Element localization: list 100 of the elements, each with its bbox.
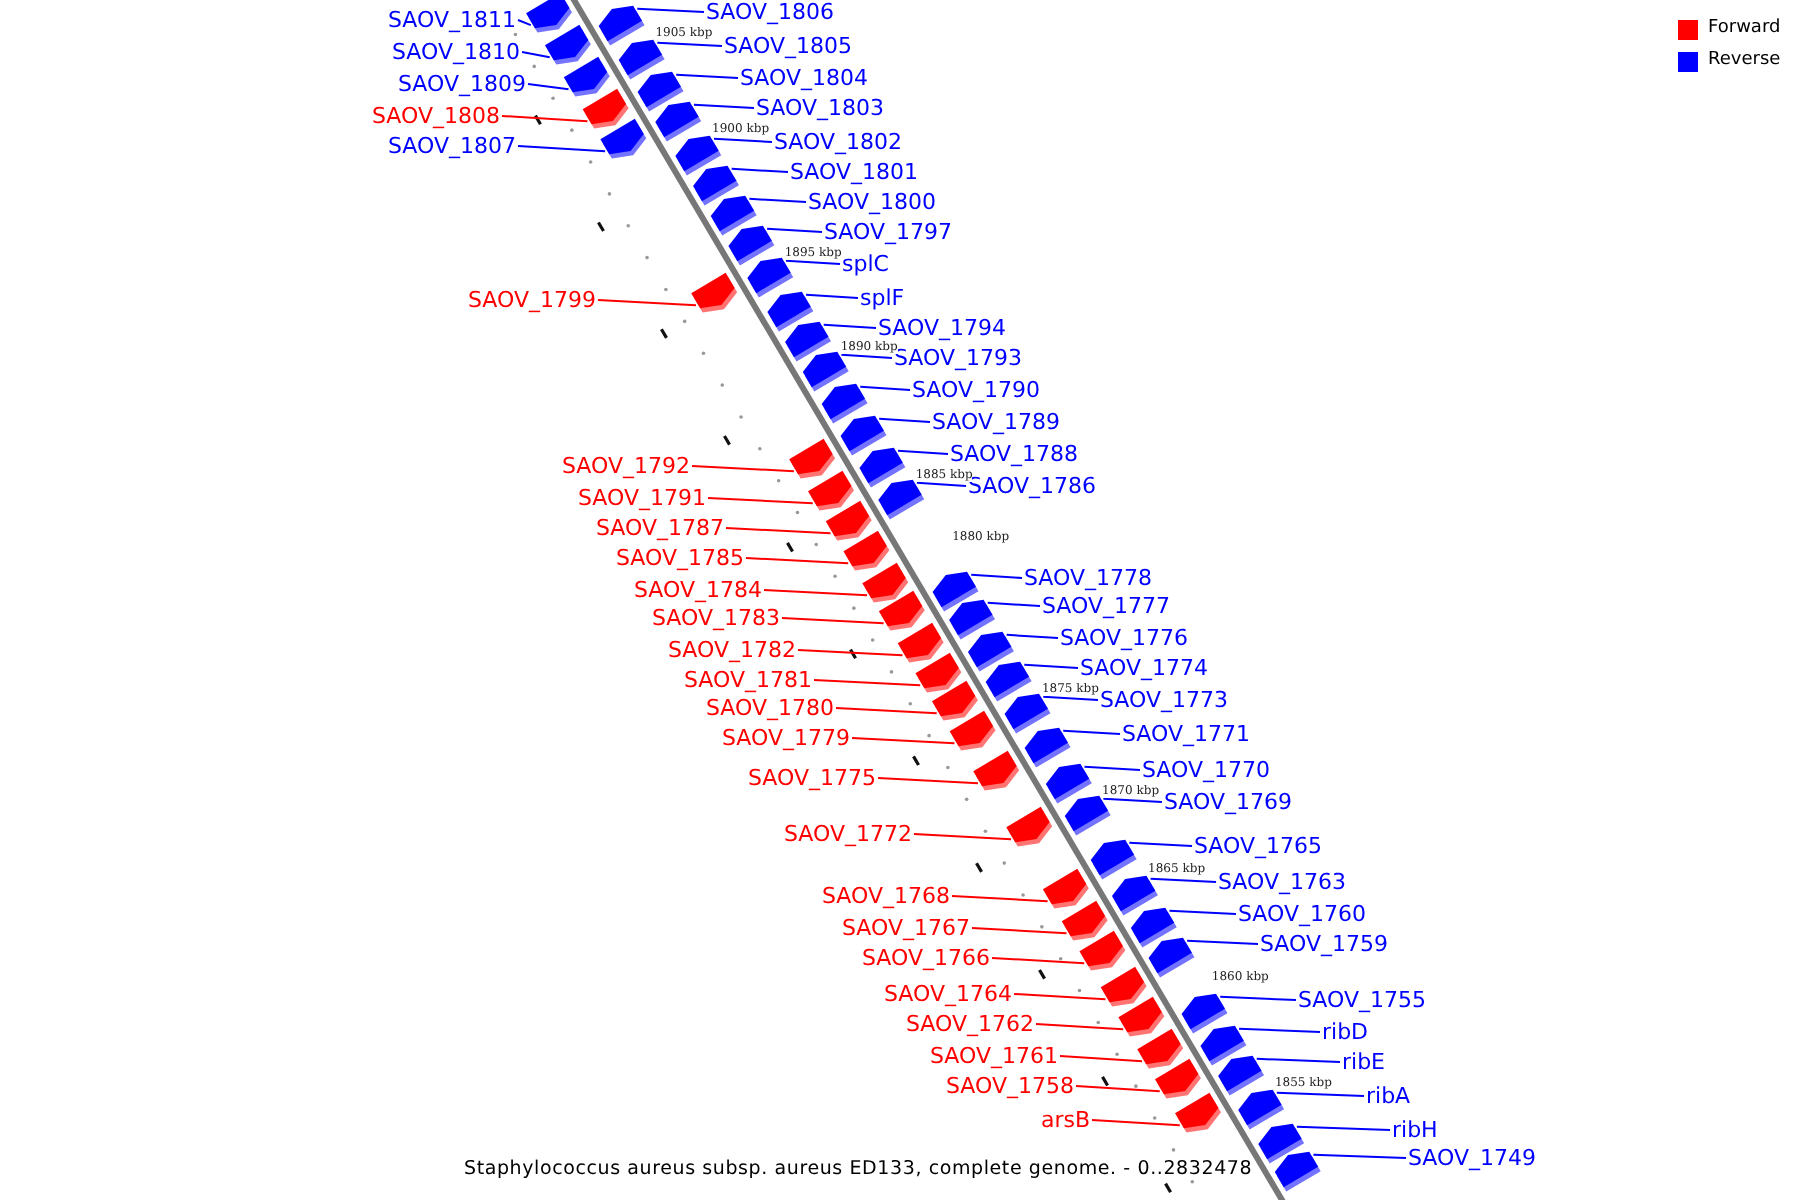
leader-line — [1186, 939, 1259, 945]
gene-label: SAOV_1800 — [808, 189, 937, 215]
leader-line — [784, 259, 841, 265]
gene-label: SAOV_1787 — [595, 515, 724, 541]
gene-block — [1154, 1058, 1201, 1099]
gene-label: SAOV_1749 — [1408, 1145, 1537, 1171]
leader-line — [745, 557, 850, 565]
gene-block — [582, 88, 629, 129]
leader-line — [971, 927, 1068, 935]
leader-line — [986, 601, 1041, 607]
gene-block — [710, 195, 757, 236]
gene-label: SAOV_1802 — [774, 129, 903, 155]
gene-label: ribA — [1366, 1083, 1411, 1109]
leader-line — [813, 679, 922, 687]
gene-block — [821, 383, 868, 424]
gene-block — [897, 622, 944, 663]
gene-label: SAOV_1768 — [821, 883, 950, 909]
gene-block — [1148, 937, 1195, 978]
gene-block — [563, 56, 610, 97]
leader-line — [797, 649, 904, 657]
gene-label: SAOV_1772 — [783, 821, 912, 847]
leader-line — [1102, 797, 1163, 803]
leader-line — [1023, 663, 1079, 669]
gene-label: SAOV_1808 — [371, 103, 500, 129]
gene-label: SAOV_1755 — [1298, 987, 1427, 1013]
leader-line — [1005, 633, 1059, 639]
gene-block — [1079, 930, 1126, 971]
gene-block — [1061, 900, 1108, 941]
gene-label: SAOV_1775 — [747, 765, 876, 791]
gene-label: SAOV_1778 — [1024, 565, 1153, 591]
gene-label: ribE — [1342, 1049, 1386, 1075]
gene-block — [1200, 1025, 1247, 1066]
gene-block — [878, 590, 925, 631]
gene-block — [985, 661, 1032, 702]
leader-line — [1062, 729, 1121, 735]
leader-line — [656, 41, 723, 47]
leader-line — [766, 227, 823, 233]
gene-label: SAOV_1776 — [1060, 625, 1189, 651]
gene-label: SAOV_1806 — [706, 0, 835, 25]
gene-block — [1130, 907, 1177, 948]
leader-line — [822, 323, 877, 329]
gene-block — [949, 710, 996, 751]
gene-block — [1175, 1092, 1221, 1133]
leader-line — [970, 573, 1023, 579]
gene-label: SAOV_1770 — [1142, 757, 1271, 783]
gene-block — [915, 652, 962, 693]
gene-block — [1006, 806, 1053, 847]
gene-block — [1024, 727, 1071, 768]
gene-label: SAOV_1792 — [561, 453, 690, 479]
leader-line — [1059, 1055, 1144, 1063]
gene-block — [767, 291, 814, 332]
gene-label: SAOV_1783 — [651, 605, 780, 631]
gene-label: splF — [860, 285, 905, 311]
gene-block — [526, 0, 572, 33]
gene-block — [859, 447, 906, 488]
gene-label: SAOV_1759 — [1260, 931, 1389, 957]
leader-line — [725, 527, 832, 535]
gene-label: SAOV_1764 — [883, 981, 1012, 1007]
gene-label: SAOV_1779 — [721, 725, 850, 751]
gene-block — [1045, 763, 1092, 804]
gene-label: SAOV_1761 — [929, 1043, 1058, 1069]
leader-line — [521, 51, 551, 59]
gene-block — [1064, 795, 1111, 836]
gene-block — [728, 225, 775, 266]
leader-line — [1168, 909, 1237, 915]
gene-block — [1118, 996, 1165, 1037]
leader-line — [878, 417, 931, 423]
gene-label: SAOV_1771 — [1122, 721, 1251, 747]
leader-line — [1128, 841, 1193, 847]
gene-label: SAOV_1766 — [861, 945, 990, 971]
gene-label: SAOV_1807 — [387, 133, 516, 159]
gene-label: SAOV_1769 — [1164, 789, 1293, 815]
leader-line — [1075, 1085, 1161, 1093]
leader-line — [1013, 993, 1107, 1001]
gene-block — [1042, 868, 1089, 909]
gene-block — [949, 599, 996, 640]
leader-line — [835, 707, 938, 715]
gene-label: SAOV_1793 — [894, 345, 1023, 371]
gene-block — [968, 631, 1014, 672]
leader-line — [517, 19, 532, 27]
gene-block — [825, 500, 872, 541]
leader-line — [1091, 1119, 1181, 1127]
gene-label: SAOV_1760 — [1238, 901, 1367, 927]
gene-block — [1100, 966, 1147, 1007]
gene-block — [840, 415, 887, 456]
leader-line — [1035, 1023, 1125, 1031]
gene-label: SAOV_1784 — [633, 577, 762, 603]
gene-block — [808, 470, 854, 511]
gene-label: SAOV_1777 — [1042, 593, 1171, 619]
gene-label: SAOV_1762 — [905, 1011, 1034, 1037]
gene-block — [878, 479, 925, 520]
gene-block — [1181, 993, 1228, 1034]
leader-line — [712, 137, 773, 143]
gene-block — [693, 165, 739, 206]
gene-block — [843, 530, 890, 571]
gene-label: SAOV_1758 — [945, 1073, 1074, 1099]
gene-label: arsB — [1040, 1107, 1090, 1133]
leader-line — [636, 7, 705, 13]
gene-block — [1090, 839, 1137, 880]
leader-line — [877, 777, 979, 785]
